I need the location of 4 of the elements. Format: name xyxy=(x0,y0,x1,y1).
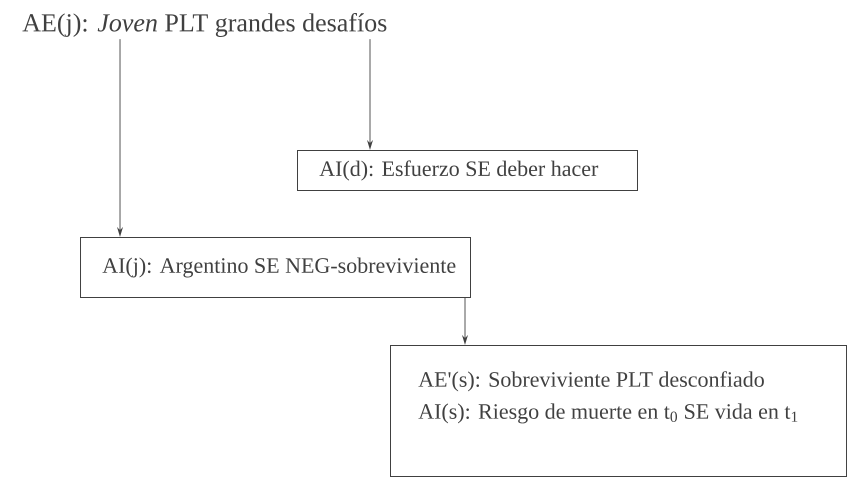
text-box: AE'(s): Sobreviviente PLT desconfiado AI(s): Riesgo de muerte en t$_{0}$ SE vida en t$_{1}$ xyxy=(390,345,847,477)
heading-text: AE(j): Joven PLT grandes desafíos xyxy=(22,13,386,37)
text-box: AI(d): Esfuerzo SE deber hacer xyxy=(297,150,638,191)
text-box: AI(j): Argentino SE NEG-sobreviviente xyxy=(80,237,471,298)
